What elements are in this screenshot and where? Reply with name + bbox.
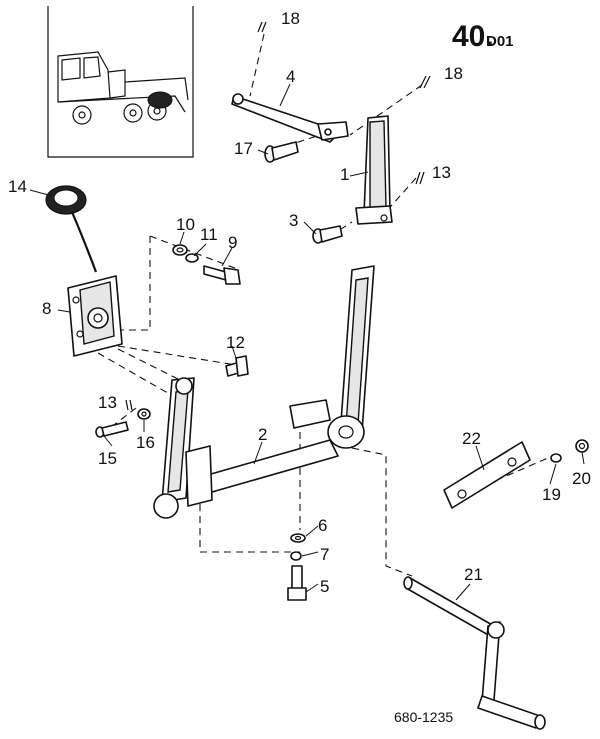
bolt-15 [95, 421, 129, 438]
rod-part-4 [231, 93, 349, 143]
mount-bracket-8 [67, 275, 123, 357]
nut-10 [172, 244, 188, 256]
callout-5: 5 [320, 577, 329, 596]
nut-16 [137, 408, 151, 420]
callout-18b: 18 [444, 64, 463, 83]
split-pin-18b [419, 75, 431, 89]
callout-labels: 18 4 18 17 1 13 3 14 10 11 9 8 12 13 2 1… [8, 9, 591, 596]
shaft-assembly-2 [153, 265, 375, 519]
spare-wheel-14 [45, 185, 98, 273]
leader-lines [29, 83, 585, 601]
washer-11 [185, 253, 199, 263]
split-pin-18a [257, 21, 267, 33]
callout-20: 20 [572, 469, 591, 488]
callout-19: 19 [542, 485, 561, 504]
callout-3: 3 [289, 211, 298, 230]
callout-7: 7 [320, 545, 329, 564]
callout-10: 10 [176, 215, 195, 234]
clevis-pin-17 [264, 141, 299, 163]
bracket-part-1 [355, 115, 393, 225]
split-pin-13b [125, 399, 133, 411]
drawing-number: 680-1235 [394, 709, 453, 725]
callout-16: 16 [136, 433, 155, 452]
callout-11: 11 [200, 225, 218, 244]
callout-21: 21 [464, 565, 483, 584]
callout-8: 8 [42, 299, 51, 318]
callout-2: 2 [258, 425, 267, 444]
callout-1: 1 [340, 165, 349, 184]
page-code-main: 40. [452, 20, 494, 53]
callout-12: 12 [226, 333, 245, 352]
bolt-12 [225, 355, 249, 377]
callout-9: 9 [228, 233, 237, 252]
callout-13b: 13 [98, 393, 117, 412]
clevis-pin-3 [312, 225, 343, 244]
callout-15: 15 [98, 449, 117, 468]
callout-4: 4 [286, 67, 295, 86]
callout-22: 22 [462, 429, 481, 448]
callout-17: 17 [234, 139, 253, 158]
truck-location-inset [47, 6, 194, 158]
crank-handle-21 [403, 576, 546, 730]
callout-18a: 18 [281, 9, 300, 28]
callout-14: 14 [8, 177, 27, 196]
callout-13a: 13 [432, 163, 451, 182]
page-code: 40. D01 [452, 20, 514, 53]
nut-20 [575, 439, 589, 453]
split-pin-13a [415, 171, 425, 185]
washer-19 [550, 453, 562, 463]
washer-7 [290, 551, 302, 561]
washer-6 [290, 533, 306, 543]
plate-22 [443, 441, 531, 509]
spare-wheel-highlight-icon [147, 91, 173, 109]
bolt-5 [287, 565, 307, 601]
bolt-9 [203, 265, 241, 285]
page-code-sub: D01 [486, 33, 514, 50]
callout-6: 6 [318, 516, 327, 535]
